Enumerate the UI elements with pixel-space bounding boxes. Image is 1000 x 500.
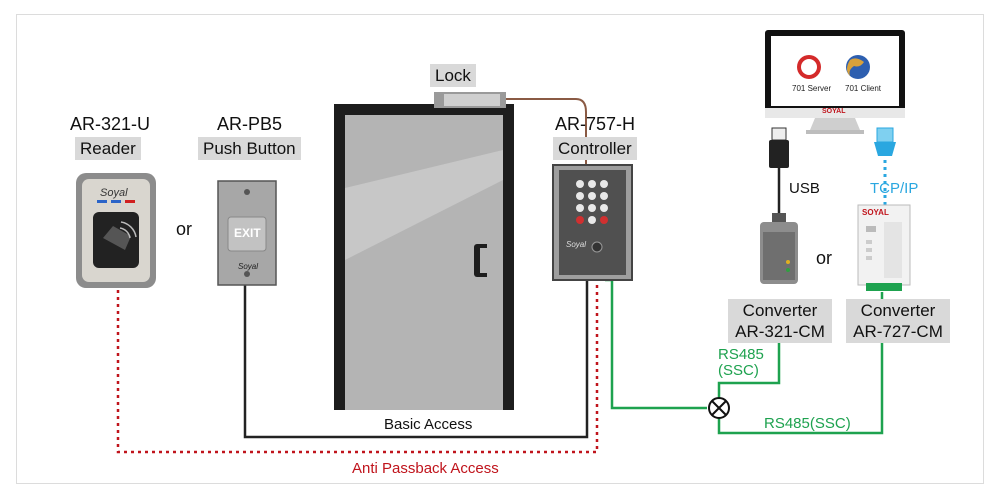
rs485-ssc-label: RS485(SSC) [764,415,851,432]
converter-727cm-brand-label: SOYAL [862,208,889,217]
converter-727cm-model: AR-727-CM [846,320,950,343]
diagram-frame [16,14,984,484]
keypad-key-icon [576,204,584,212]
usb-label: USB [789,180,820,197]
reader-type-label: Reader [75,137,141,160]
keypad-key-icon [576,180,584,188]
reader-device-icon [76,173,156,288]
rs485-junction-icon [708,397,730,419]
controller-model-label: AR-757-H [555,114,636,134]
converter-727cm-title: Converter [846,299,950,322]
usb-plug-icon [769,127,789,168]
keypad-key-icon [588,216,596,224]
converter-321cm-model: AR-321-CM [728,320,832,343]
or-label-1: or [176,219,193,239]
rs485-controller-wire [605,278,707,410]
keypad-key-icon [576,192,584,200]
keypad-key-icon [588,204,596,212]
anti-passback-label: Anti Passback Access [352,460,499,477]
monitor-brand-label: SOYAL [822,108,846,115]
push-button-brand-label: Soyal [238,262,259,271]
keypad-key-icon [600,216,608,224]
rs485-727cm-wire [717,292,884,435]
basic-access-label: Basic Access [384,416,473,433]
client-label: 701 Client [845,84,882,93]
lock-label: Lock [430,64,476,87]
converter-727cm-icon [857,204,911,291]
keypad-key-icon [588,180,596,188]
converter-321cm-icon [760,213,798,284]
controller-brand-label: Soyal [566,240,587,249]
converter-321cm-title: Converter [728,299,832,322]
lock-device-icon [434,92,506,108]
server-label: 701 Server [792,84,832,93]
push-button-device-icon [217,180,277,286]
ethernet-plug-icon [874,127,896,156]
reader-brand-label: Soyal [100,187,128,199]
tcpip-label: TCP/IP [870,180,919,197]
rs485-label-line1: RS485 [718,346,764,363]
door-icon [334,104,514,410]
push-button-model-label: AR-PB5 [217,114,283,134]
controller-device-icon [552,164,633,281]
rs485-321cm-wire [717,340,781,398]
keypad-key-icon [600,204,608,212]
keypad-key-icon [588,192,596,200]
reader-model-label: AR-321-U [70,114,151,134]
basic-access-wire [243,280,589,439]
monitor-icon [765,30,905,134]
keypad-key-icon [576,216,584,224]
or-label-2: or [816,248,833,268]
keypad-key-icon [600,192,608,200]
lock-wire [505,98,587,165]
exit-label: EXIT [234,226,261,240]
keypad-key-icon [600,180,608,188]
rs485-label-line2: (SSC) [718,362,759,379]
anti-passback-wire [116,280,599,454]
push-button-type-label: Push Button [198,137,301,160]
controller-type-label: Controller [553,137,637,160]
